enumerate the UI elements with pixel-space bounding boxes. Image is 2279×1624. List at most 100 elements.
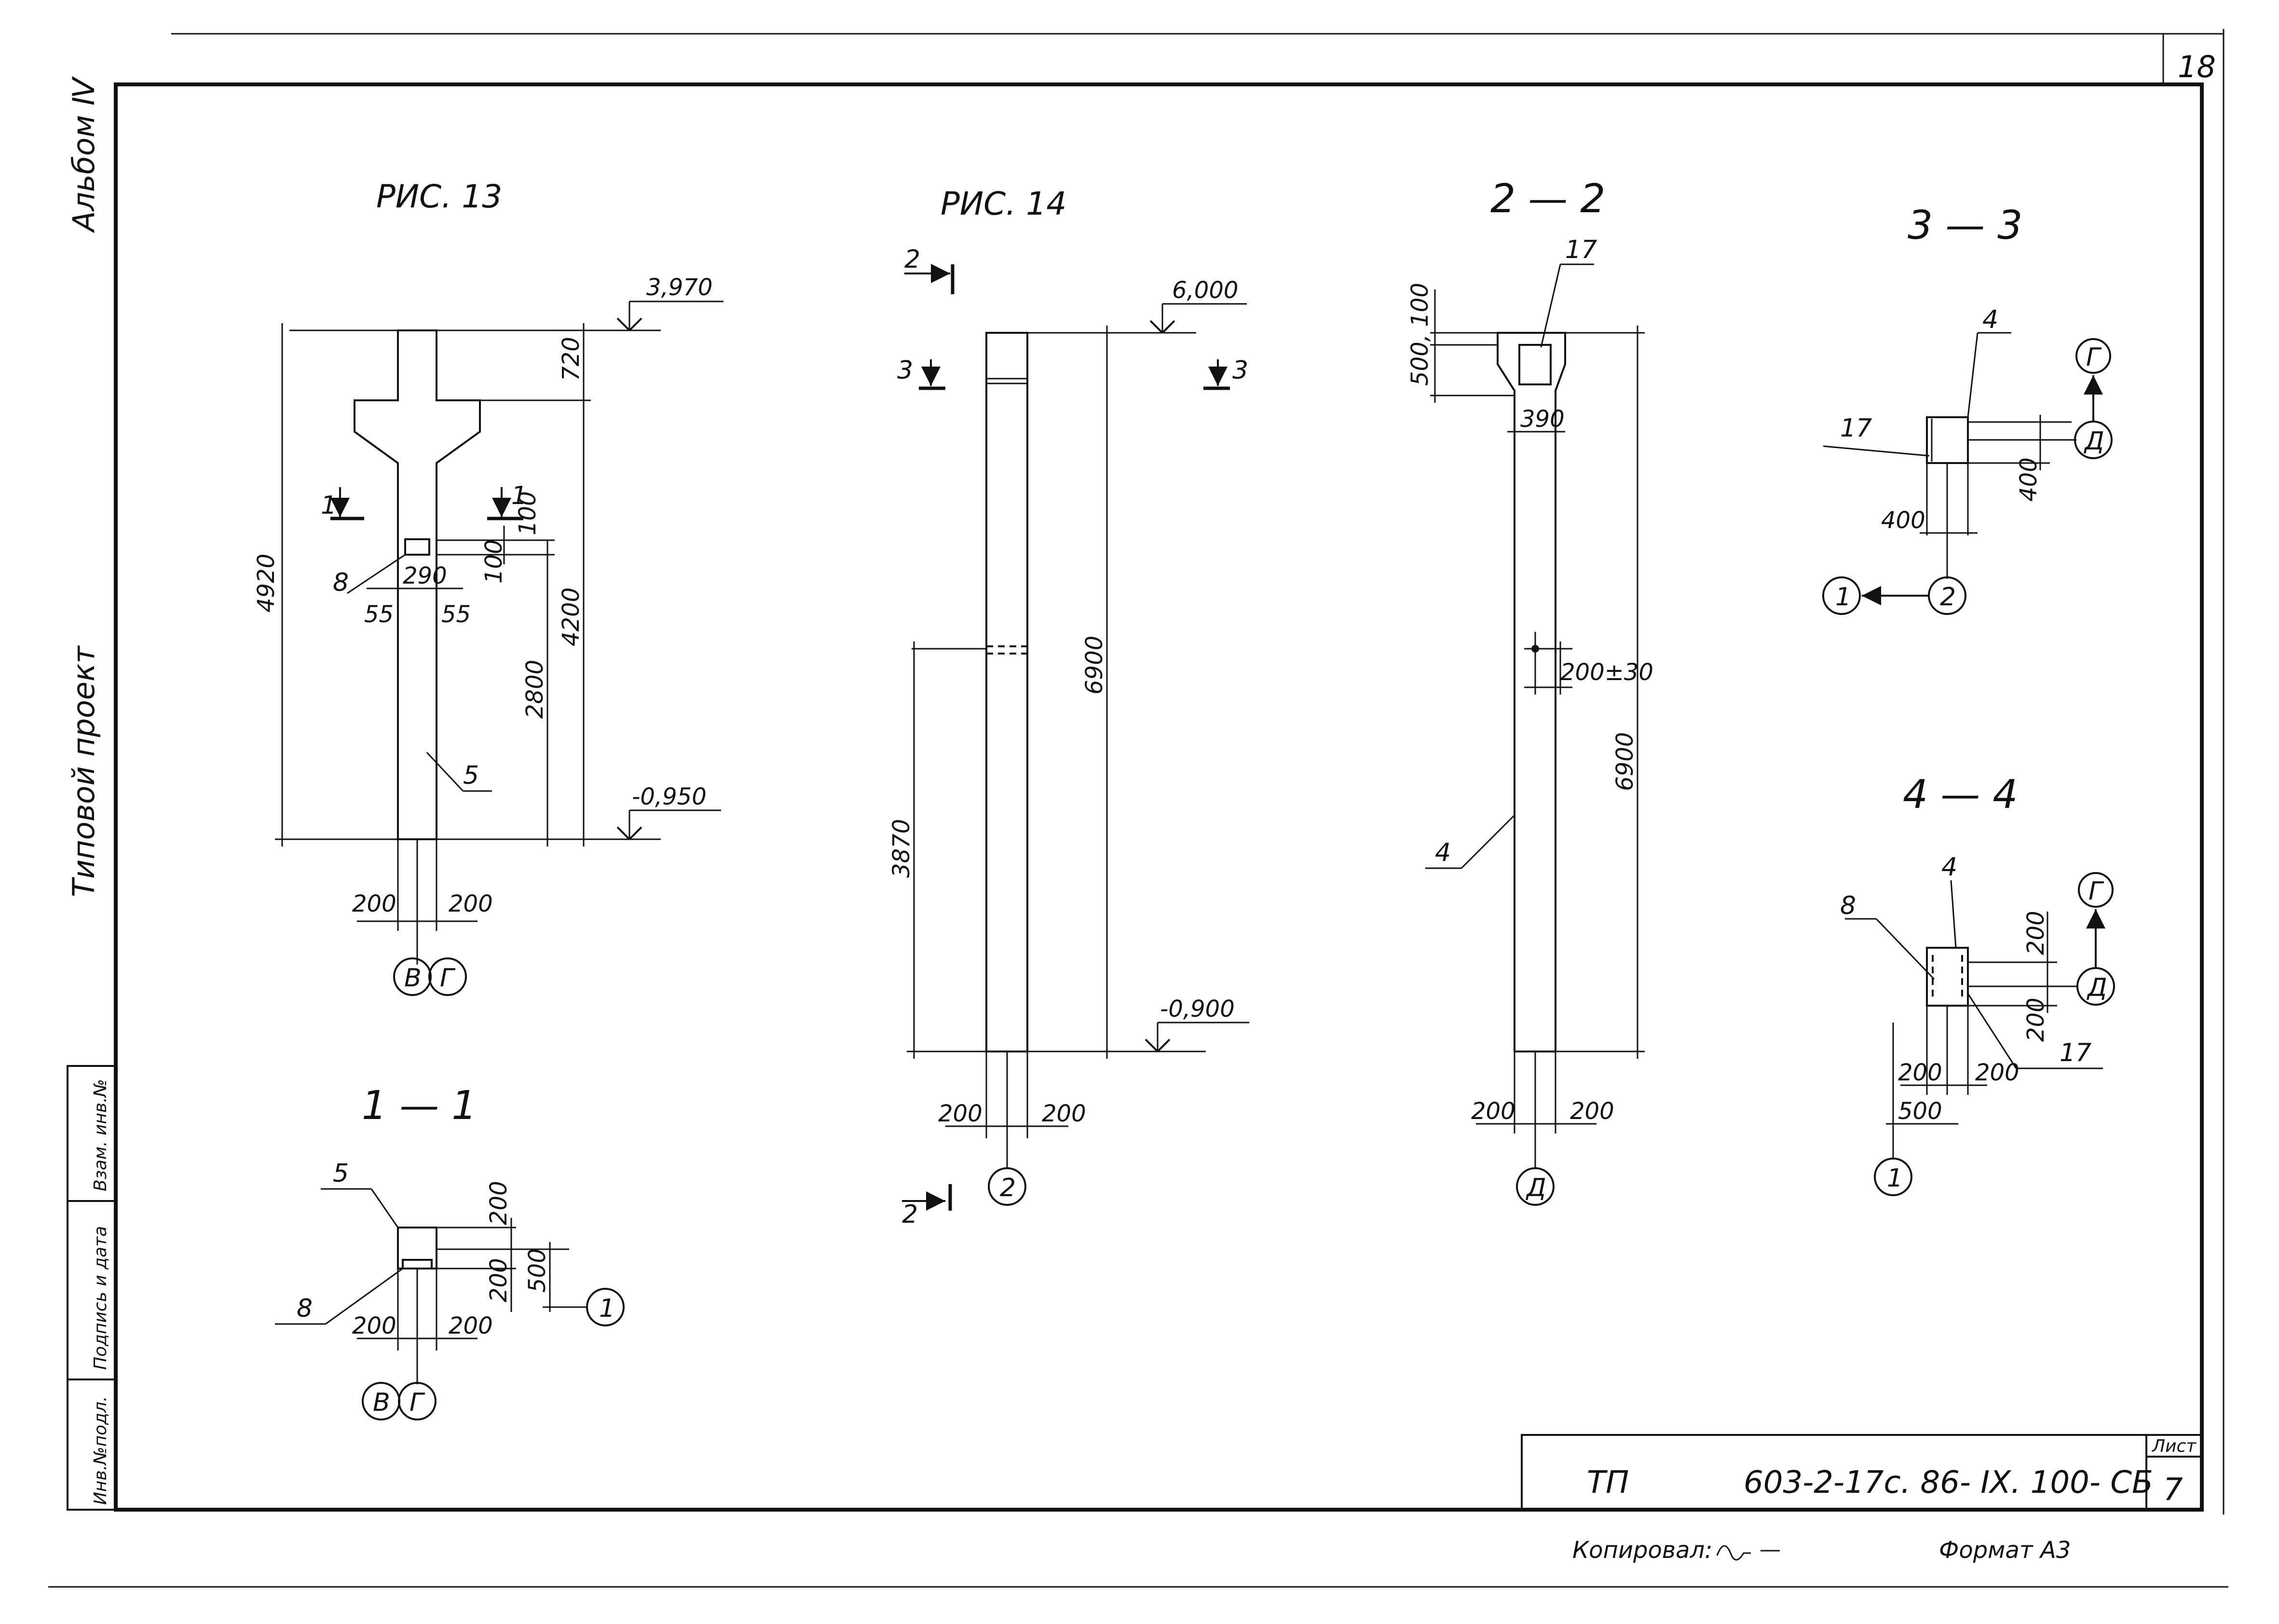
fig14-dim-w200-left: 200 — [938, 1100, 983, 1127]
side-stamp: Инв.№подл. Подпись и дата Взам. инв.№ — [67, 1065, 117, 1511]
fig14-dim-lower: 3870 — [888, 819, 915, 878]
fig14-cut2-top: 2 — [904, 245, 920, 274]
footer-format: Формат А3 — [1939, 1537, 2071, 1564]
fig14-cut3-right: 3 — [1232, 356, 1248, 385]
fig14-elev-bottom-mark — [1145, 1038, 1171, 1052]
fig14-axis-2-label: 2 — [1000, 1174, 1016, 1202]
sec33-axis-d-label: Д — [2084, 427, 2104, 456]
sec22-dim-390: 390 — [1520, 406, 1565, 433]
sec11-dim-w200-right: 200 — [449, 1312, 493, 1339]
sec44-title: 4 — 4 — [1903, 772, 2018, 818]
fig14-dim-height: 6900 — [1081, 636, 1108, 695]
sheet-frame — [48, 29, 2228, 1588]
sec11-dim-w200-left: 200 — [352, 1312, 396, 1339]
sec44-dim-200b: 200 — [2022, 997, 2049, 1042]
fig13-elev-top: 3,970 — [646, 274, 712, 301]
fig13-elev-bottom-mark — [616, 826, 642, 840]
section-2-2: 2 — 2 500, 100 390 17 200±30 6900 4 200 … — [1406, 176, 1653, 1206]
sec44-axis-1-label: 1 — [1887, 1164, 1903, 1193]
sec11-dim-200b: 200 — [485, 1258, 512, 1302]
figure-13: РИС. 13 3,970 -0,950 4920 720 4200 2800 … — [253, 178, 723, 996]
title-block-sheet-value: 7 — [2163, 1472, 2183, 1508]
sec22-box — [1518, 344, 1552, 385]
sec11-mark-8: 8 — [297, 1294, 313, 1323]
fig13-cut-right: 1 — [511, 481, 527, 510]
sec33-dim-400-h: 400 — [2015, 457, 2042, 502]
sec33-mark-17: 17 — [1840, 414, 1872, 443]
sec33-axis-1-label: 1 — [1835, 583, 1851, 612]
sec11-axis-v-label: В — [373, 1388, 390, 1417]
fig13-hole — [404, 538, 430, 556]
footer-copied: Копировал: — [1572, 1537, 1712, 1564]
sec22-axis-d — [1516, 1167, 1555, 1206]
fig14-column — [985, 332, 1028, 1052]
fig13-dim-100a: 100 — [514, 491, 541, 535]
title-block-sheet-label: Лист — [2151, 1436, 2197, 1456]
sec22-axis-d-label: Д — [1526, 1174, 1546, 1202]
fig14-dim-w200-right: 200 — [1042, 1100, 1086, 1127]
sec44-dim-w200a: 200 — [1898, 1059, 1942, 1086]
fig13-dim-55a: 55 — [364, 601, 394, 628]
sheet-number: 18 — [2178, 49, 2216, 84]
sec11-hole — [402, 1259, 433, 1269]
sec33-dim-400-w: 400 — [1881, 507, 1925, 534]
sec22-title: 2 — 2 — [1490, 176, 1605, 222]
fig14-elev-bottom: -0,900 — [1160, 996, 1235, 1023]
sec44-dim-200a: 200 — [2022, 911, 2049, 955]
fig13-axis-v-label: В — [404, 964, 422, 993]
fig13-elev-bottom: -0,950 — [632, 783, 707, 810]
section-1-1: 1 — 1 5 8 200 200 500 1 200 200 В Г — [275, 1083, 625, 1420]
sec33-mark-4: 4 — [1982, 305, 1998, 334]
sec22-dim-w200-left: 200 — [1471, 1098, 1515, 1125]
stamp-replace: Взам. инв.№ — [91, 1079, 110, 1191]
fig13-cut-left: 1 — [321, 491, 337, 520]
sec22-mark-4: 4 — [1435, 838, 1451, 867]
stamp-inv: Инв.№подл. — [91, 1396, 110, 1505]
sec44-axis-g-label: Г — [2088, 877, 2104, 906]
fig13-axis-v — [393, 957, 432, 996]
sec44-dim-w500: 500 — [1898, 1098, 1942, 1125]
fig13-dim-top: 720 — [558, 337, 585, 381]
fig13-dim-100b: 100 — [480, 539, 507, 584]
sec44-axis-g — [2078, 872, 2114, 908]
fig13-dim-w290: 290 — [403, 562, 447, 589]
fig13-title: РИС. 13 — [376, 178, 502, 215]
fig13-dim-w200-right: 200 — [449, 890, 493, 917]
title-block-prefix: ТП — [1587, 1465, 1629, 1501]
sec11-title: 1 — 1 — [362, 1083, 477, 1129]
sec44-dim-w200b: 200 — [1975, 1059, 2020, 1086]
sec11-axis-1 — [586, 1288, 625, 1326]
figure-14: РИС. 14 6,000 -0,900 6900 3870 2 2 3 — [888, 185, 1249, 1229]
sec11-dim-200a: 200 — [485, 1181, 512, 1225]
title-block: ТП 603-2-17с. 86- IX. 100- СБ Лист 7 — [1521, 1434, 2203, 1511]
fig13-dim-55b: 55 — [441, 601, 471, 628]
section-3-3: 3 — 3 4 17 400 Д Г 400 2 1 — [1822, 203, 2113, 615]
sec44-mark-4: 4 — [1941, 853, 1957, 882]
fig13-dim-w200-left: 200 — [352, 890, 396, 917]
sec33-axis-g-label: Г — [2086, 343, 2102, 372]
fig13-axis-g — [428, 957, 467, 996]
sec44-axis-1 — [1874, 1158, 1912, 1196]
fig13-dim-total: 4920 — [253, 554, 280, 613]
fig14-axis-2 — [988, 1167, 1026, 1206]
sec22-dim-500-100: 500, 100 — [1406, 283, 1433, 386]
sec33-title: 3 — 3 — [1908, 203, 2022, 248]
sec44-axis-d-label: Д — [2087, 973, 2107, 1002]
sec33-axis-2-label: 2 — [1940, 583, 1956, 612]
sec11-axis-g — [398, 1382, 437, 1420]
sec22-dim-height: 6900 — [1611, 732, 1638, 791]
sec22-outline — [1497, 332, 1566, 1052]
project-label: Типовой проект — [66, 645, 101, 897]
title-block-code: 603-2-17с. 86- IX. 100- СБ — [1744, 1465, 2153, 1501]
fig14-cut3-left: 3 — [897, 356, 913, 385]
sec33-axis-g — [2075, 338, 2111, 374]
sec22-mark-17: 17 — [1565, 235, 1597, 264]
fig13-axis-g-label: Г — [440, 964, 456, 993]
sec33-column — [1926, 416, 1969, 464]
sec33-axis-1 — [1822, 576, 1861, 615]
fig14-title: РИС. 14 — [941, 185, 1066, 222]
sec11-mark-5: 5 — [333, 1159, 349, 1188]
album-label: Альбом Ⅳ — [66, 76, 101, 233]
fig13-elev-top-mark — [616, 317, 642, 331]
